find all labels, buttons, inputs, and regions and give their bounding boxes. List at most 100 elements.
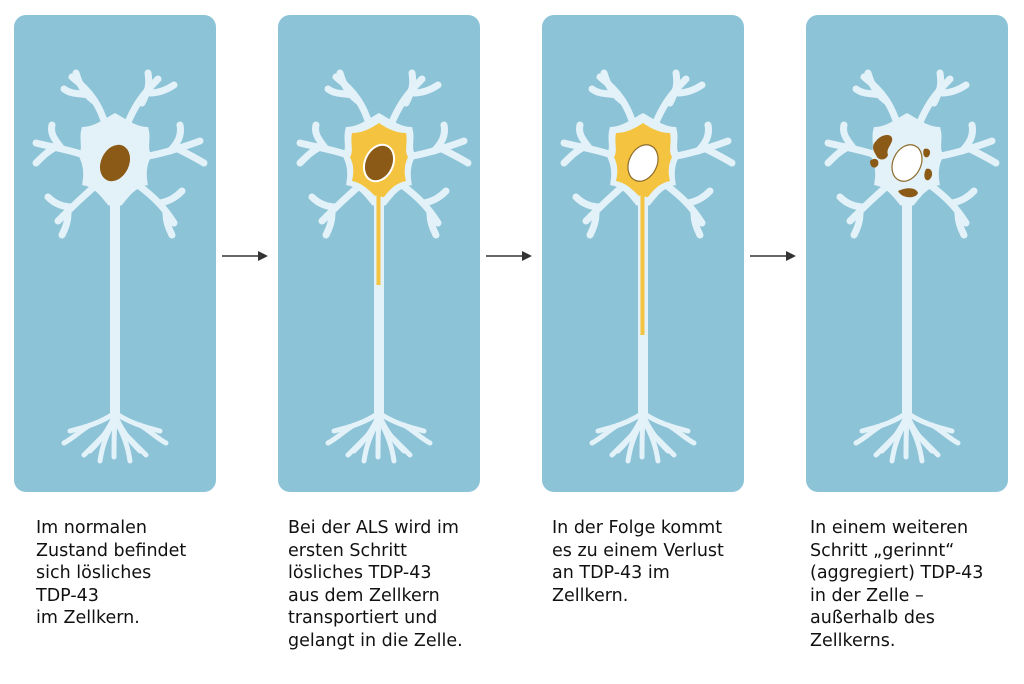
dendrite: [702, 145, 736, 167]
dendrite: [938, 81, 970, 97]
caption-line: In der Folge kommt: [552, 518, 723, 538]
panel-step-2: [278, 15, 480, 492]
dendrite: [674, 81, 706, 97]
neuron-body: [32, 69, 208, 464]
caption-step-1: Im normalen Zustand befindet sich löslic…: [36, 517, 251, 630]
caption-line: (aggregiert) TDP-43: [810, 563, 984, 584]
axon-terminal: [376, 416, 397, 464]
dendrite: [576, 121, 594, 153]
axon-terminal: [331, 410, 382, 434]
caption-line: in der Zelle –: [810, 585, 924, 606]
dendrite: [958, 121, 976, 155]
axon-terminal: [640, 410, 691, 434]
axon-terminal: [853, 422, 885, 446]
dendrite: [162, 209, 176, 239]
axon-terminal: [859, 410, 910, 434]
caption-line: TDP-43: [36, 585, 99, 606]
caption-line: Zellkerns.: [810, 630, 896, 651]
axon-terminal: [97, 416, 118, 464]
arrow-right-icon: [222, 251, 268, 261]
caption-line: Im normalen: [36, 518, 147, 538]
axon-terminal: [915, 432, 941, 458]
axon-terminal: [929, 422, 961, 446]
nucleus-empty: [627, 144, 659, 182]
dendrite: [54, 183, 98, 225]
axon-terminal: [589, 422, 621, 446]
neuron-illustration-aggregation: [824, 69, 1000, 464]
dendrite: [420, 187, 450, 207]
dendrite: [296, 143, 324, 167]
axon-terminal: [904, 416, 925, 464]
dendrite: [72, 69, 98, 105]
dendrite: [836, 193, 868, 211]
dendrite: [966, 145, 1000, 167]
caption-line: Bei der ALS wird im: [288, 518, 459, 538]
dendrite: [586, 209, 600, 239]
axon-terminal: [137, 422, 169, 446]
caption-step-3: In der Folge kommt es zu einem Verlust a…: [552, 517, 767, 607]
dendrite: [156, 187, 186, 207]
neuron-illustration-loss: [560, 69, 736, 464]
caption-line: es zu einem Verlust: [552, 540, 724, 561]
dendrite: [58, 209, 72, 239]
axon: [110, 195, 120, 415]
caption-line: ersten Schritt: [288, 540, 407, 561]
caption-step-2: Bei der ALS wird im ersten Schritt lösli…: [288, 517, 503, 653]
axon-terminal: [123, 432, 149, 458]
tdp43-aggregate: [924, 168, 933, 181]
dendrite: [430, 121, 448, 155]
nucleus-with-tdp43: [99, 144, 131, 182]
neuron-illustration-transport: [296, 69, 472, 464]
caption-line: außerhalb des: [810, 608, 935, 629]
neuron-body: [824, 69, 1000, 464]
caption-line: im Zellkern.: [36, 608, 140, 629]
neuron-body: [296, 69, 472, 464]
nucleus-empty: [891, 144, 923, 182]
axon-terminal: [376, 410, 427, 434]
axon-terminal: [904, 410, 955, 434]
panel-step-3: [542, 15, 744, 492]
axon-terminal: [325, 422, 357, 446]
axon-terminal: [81, 432, 107, 458]
axon-terminal: [345, 432, 371, 458]
tdp43-aggregate: [898, 188, 918, 198]
caption-line: an TDP-43 im: [552, 563, 670, 584]
panel-step-1: [14, 15, 216, 492]
dendrite: [850, 209, 864, 239]
dendrite: [312, 121, 330, 153]
neuron-illustration-normal: [32, 69, 208, 464]
dendrite: [948, 187, 978, 207]
dendrite: [410, 81, 442, 97]
dendrite: [560, 143, 588, 167]
dendrite: [930, 69, 945, 107]
nucleus-with-tdp43: [362, 143, 396, 183]
dendrite: [48, 121, 66, 153]
dendrite: [666, 69, 681, 107]
axon-terminal: [112, 410, 163, 434]
caption-line: Schritt „gerinnt“: [810, 540, 955, 561]
caption-line: gelangt in die Zelle.: [288, 630, 463, 651]
dendrite: [582, 183, 626, 225]
arrow-right-icon: [750, 251, 796, 261]
dendrite: [846, 183, 890, 225]
panel-step-4: [806, 15, 1008, 492]
dendrite: [32, 143, 60, 167]
tdp43-aggregate: [873, 135, 893, 160]
soluble-tdp43-axon: [376, 195, 381, 285]
axon-terminal: [401, 422, 433, 446]
axon-terminal: [361, 416, 382, 464]
caption-line: transportiert und: [288, 608, 438, 629]
dendrite: [864, 69, 890, 105]
dendrite: [322, 209, 336, 239]
dendrite: [166, 121, 184, 155]
axon-terminal: [595, 410, 646, 434]
arrow-right-icon: [486, 251, 532, 261]
dendrite: [852, 85, 884, 99]
axon: [902, 195, 912, 415]
caption-line: Zellkern.: [552, 585, 629, 606]
caption-line: aus dem Zellkern: [288, 585, 440, 606]
axon-terminal: [873, 432, 899, 458]
dendrite: [308, 193, 340, 211]
tdp43-aggregate: [923, 148, 931, 158]
dendrite: [600, 69, 626, 105]
